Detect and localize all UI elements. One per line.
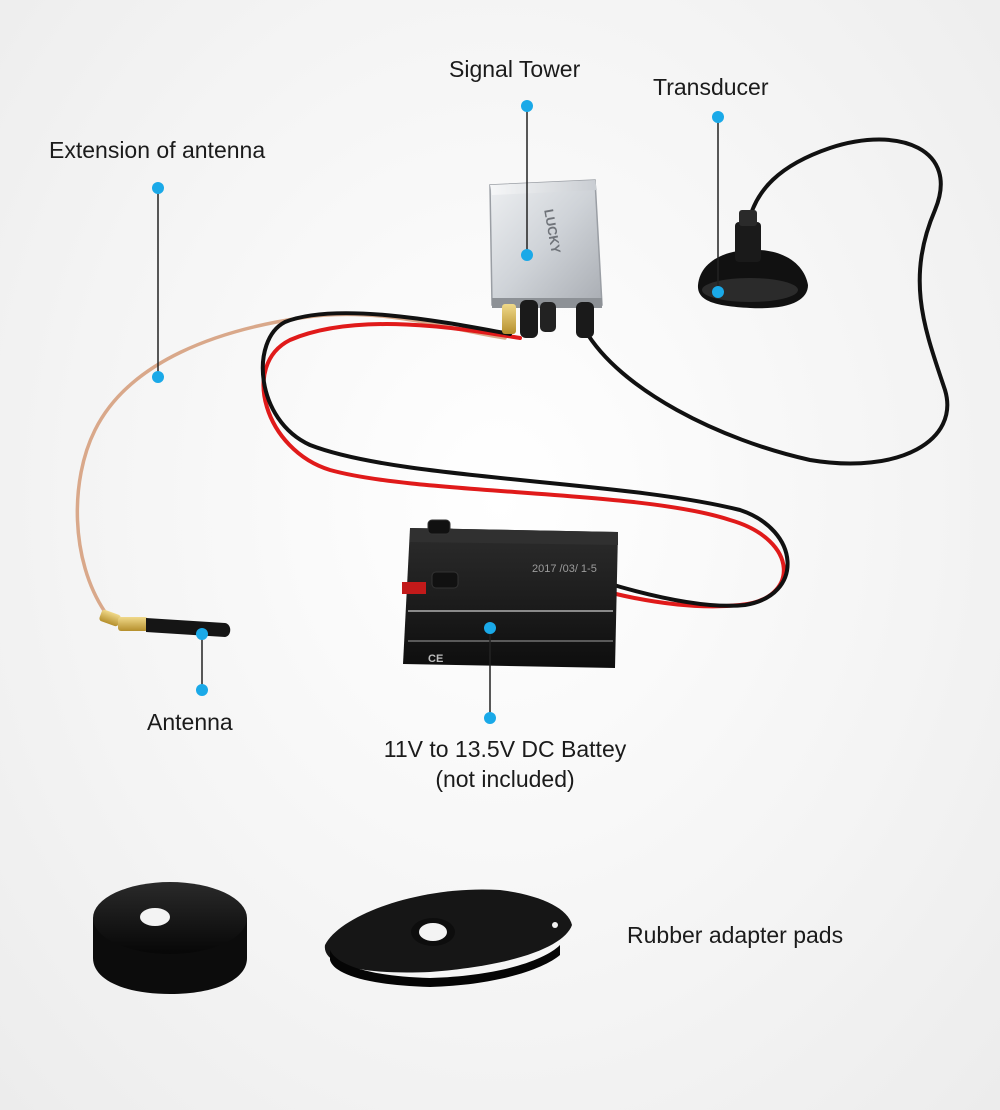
label-extension-of-antenna: Extension of antenna bbox=[49, 137, 266, 163]
label-rubber-adapter-pads: Rubber adapter pads bbox=[627, 922, 844, 948]
callout-battery bbox=[484, 622, 496, 724]
round-rubber-pad bbox=[93, 882, 247, 994]
oval-rubber-pad bbox=[324, 889, 572, 987]
label-signal-tower: Signal Tower bbox=[449, 56, 581, 82]
transducer-cable bbox=[583, 137, 950, 466]
callout-transducer bbox=[712, 111, 724, 298]
transducer-device bbox=[697, 210, 808, 309]
battery-date-text: 2017 /03/ 1-5 bbox=[532, 563, 597, 575]
antenna-device bbox=[99, 609, 231, 637]
signal-tower-device: LUCKY bbox=[489, 179, 603, 338]
label-battery-line2: (not included) bbox=[435, 766, 575, 792]
battery-ce-mark: CE bbox=[428, 653, 443, 665]
callout-antenna bbox=[196, 628, 208, 696]
battery-device: 2017 /03/ 1-5 CE bbox=[402, 519, 618, 668]
label-battery-line1: 11V to 13.5V DC Battey bbox=[383, 736, 627, 762]
label-antenna: Antenna bbox=[147, 709, 233, 735]
antenna-extension-cable bbox=[75, 312, 507, 614]
label-transducer: Transducer bbox=[653, 74, 769, 100]
callout-extension bbox=[152, 182, 164, 383]
callout-signal-tower bbox=[521, 100, 533, 261]
